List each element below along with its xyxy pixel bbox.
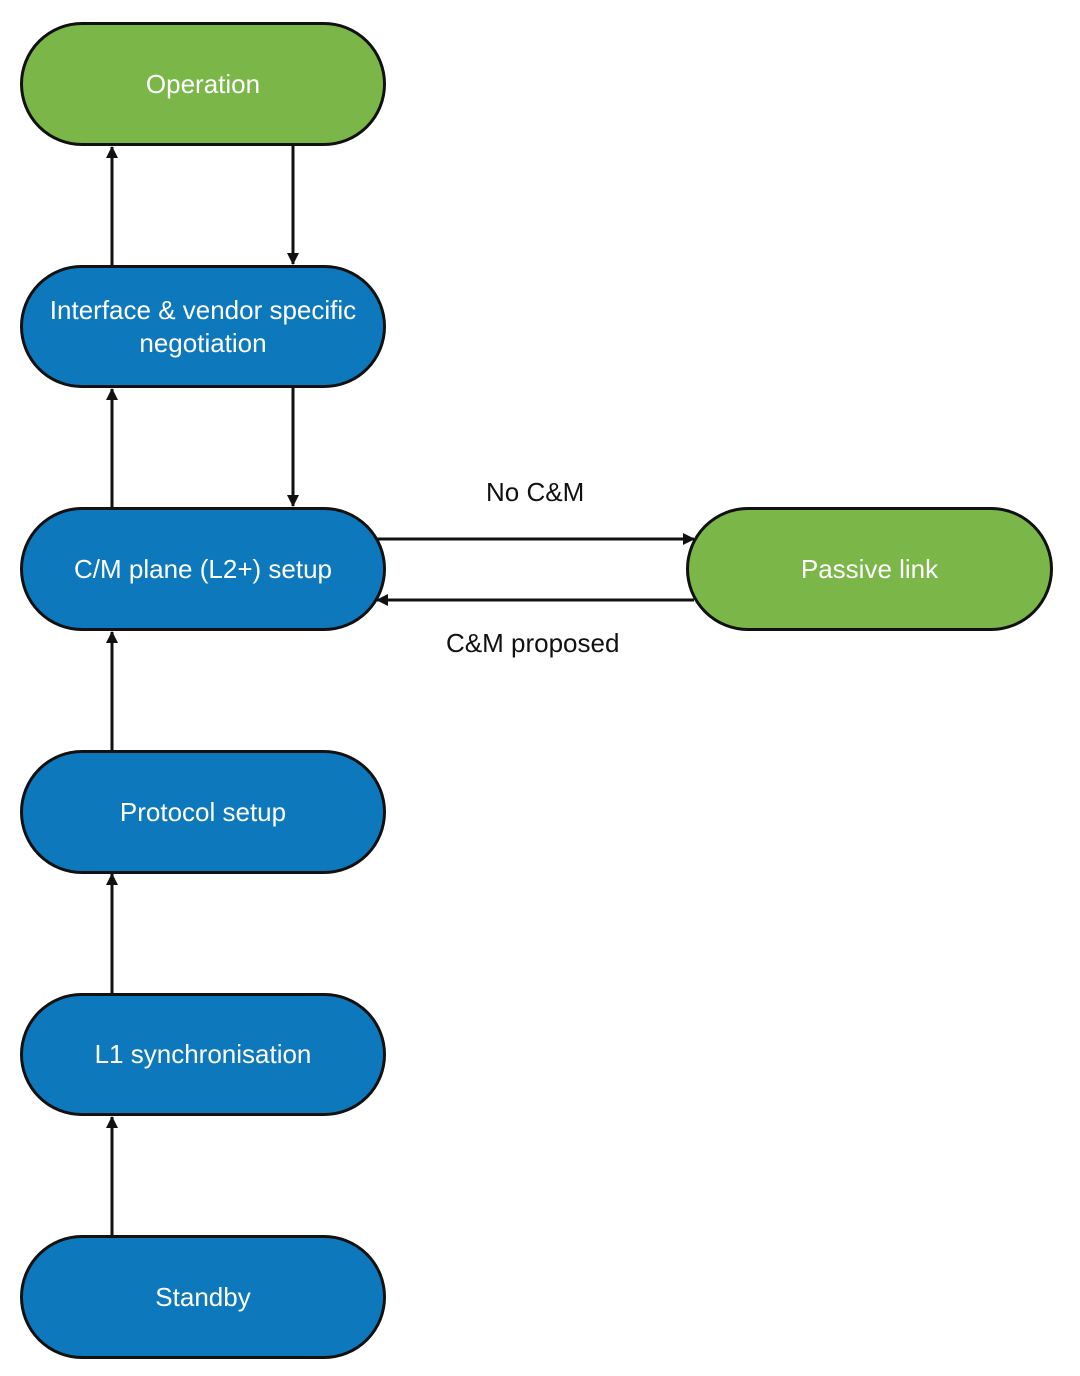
node-protocol-setup: Protocol setup (20, 750, 386, 874)
node-cm-plane: C/M plane (L2+) setup (20, 507, 386, 631)
node-l1-sync: L1 synchronisation (20, 993, 386, 1116)
node-l1-sync-label: L1 synchronisation (94, 1039, 312, 1069)
edge-label-cm-proposed: C&M proposed (446, 628, 620, 658)
edge-label-no-cm: No C&M (486, 477, 585, 507)
node-standby-label: Standby (155, 1281, 251, 1312)
node-standby: Standby (20, 1235, 386, 1359)
node-passive-link-label: Passive link (800, 553, 939, 584)
node-negotiation-label: Interface & vendor specific negotiation (49, 294, 357, 358)
node-passive-link: Passive link (686, 507, 1053, 631)
node-cm-plane-label: C/M plane (L2+) setup (74, 553, 332, 584)
node-negotiation: Interface & vendor specific negotiation (20, 265, 386, 388)
node-operation: Operation (20, 22, 386, 146)
node-protocol-setup-label: Protocol setup (119, 796, 287, 827)
node-operation-label: Operation (145, 68, 261, 99)
